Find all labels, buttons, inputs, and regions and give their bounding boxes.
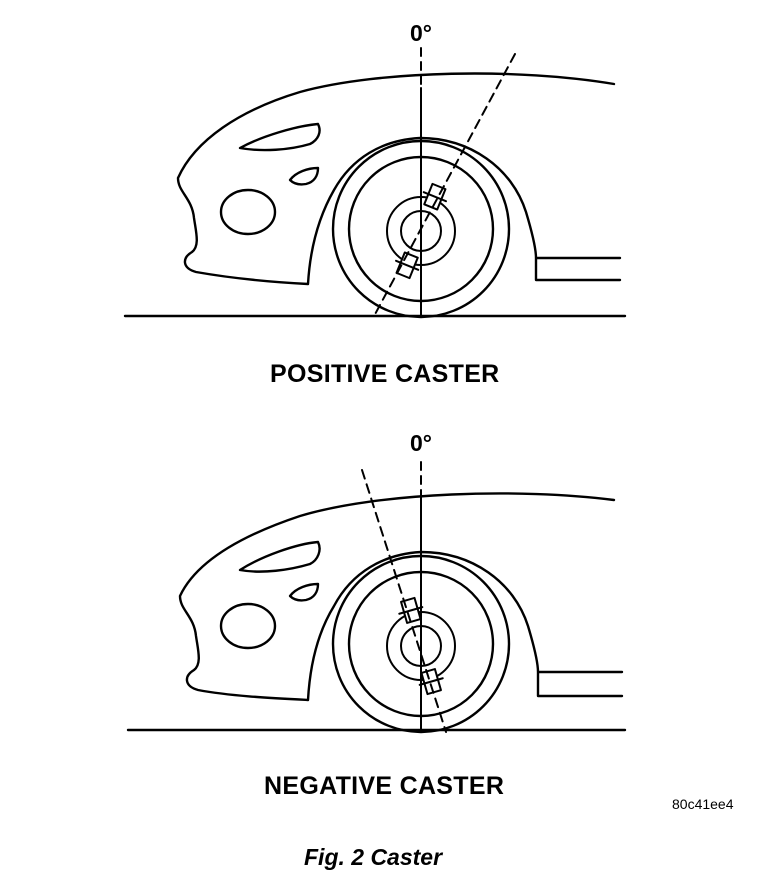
steering-axis-line	[361, 469, 447, 733]
angle-label-bottom: 0°	[410, 430, 432, 456]
caption-positive-caster: POSITIVE CASTER	[270, 360, 500, 388]
headlight	[238, 122, 321, 152]
angle-label-top: 0°	[410, 20, 432, 46]
fog-light	[219, 188, 277, 236]
car-body-outline	[178, 492, 624, 702]
headlight	[238, 540, 321, 573]
car-body-outline	[176, 72, 622, 286]
positive-caster-diagram	[123, 47, 627, 319]
image-code: 80c41ee4	[672, 796, 734, 812]
figure-caption: Fig. 2 Caster	[304, 844, 443, 870]
turn-signal	[288, 582, 320, 602]
turn-signal	[288, 166, 320, 186]
negative-caster-diagram	[126, 461, 627, 734]
kingpin	[395, 182, 447, 280]
steering-axis-line	[372, 53, 516, 319]
fog-light	[219, 602, 277, 650]
caption-negative-caster: NEGATIVE CASTER	[264, 772, 505, 800]
